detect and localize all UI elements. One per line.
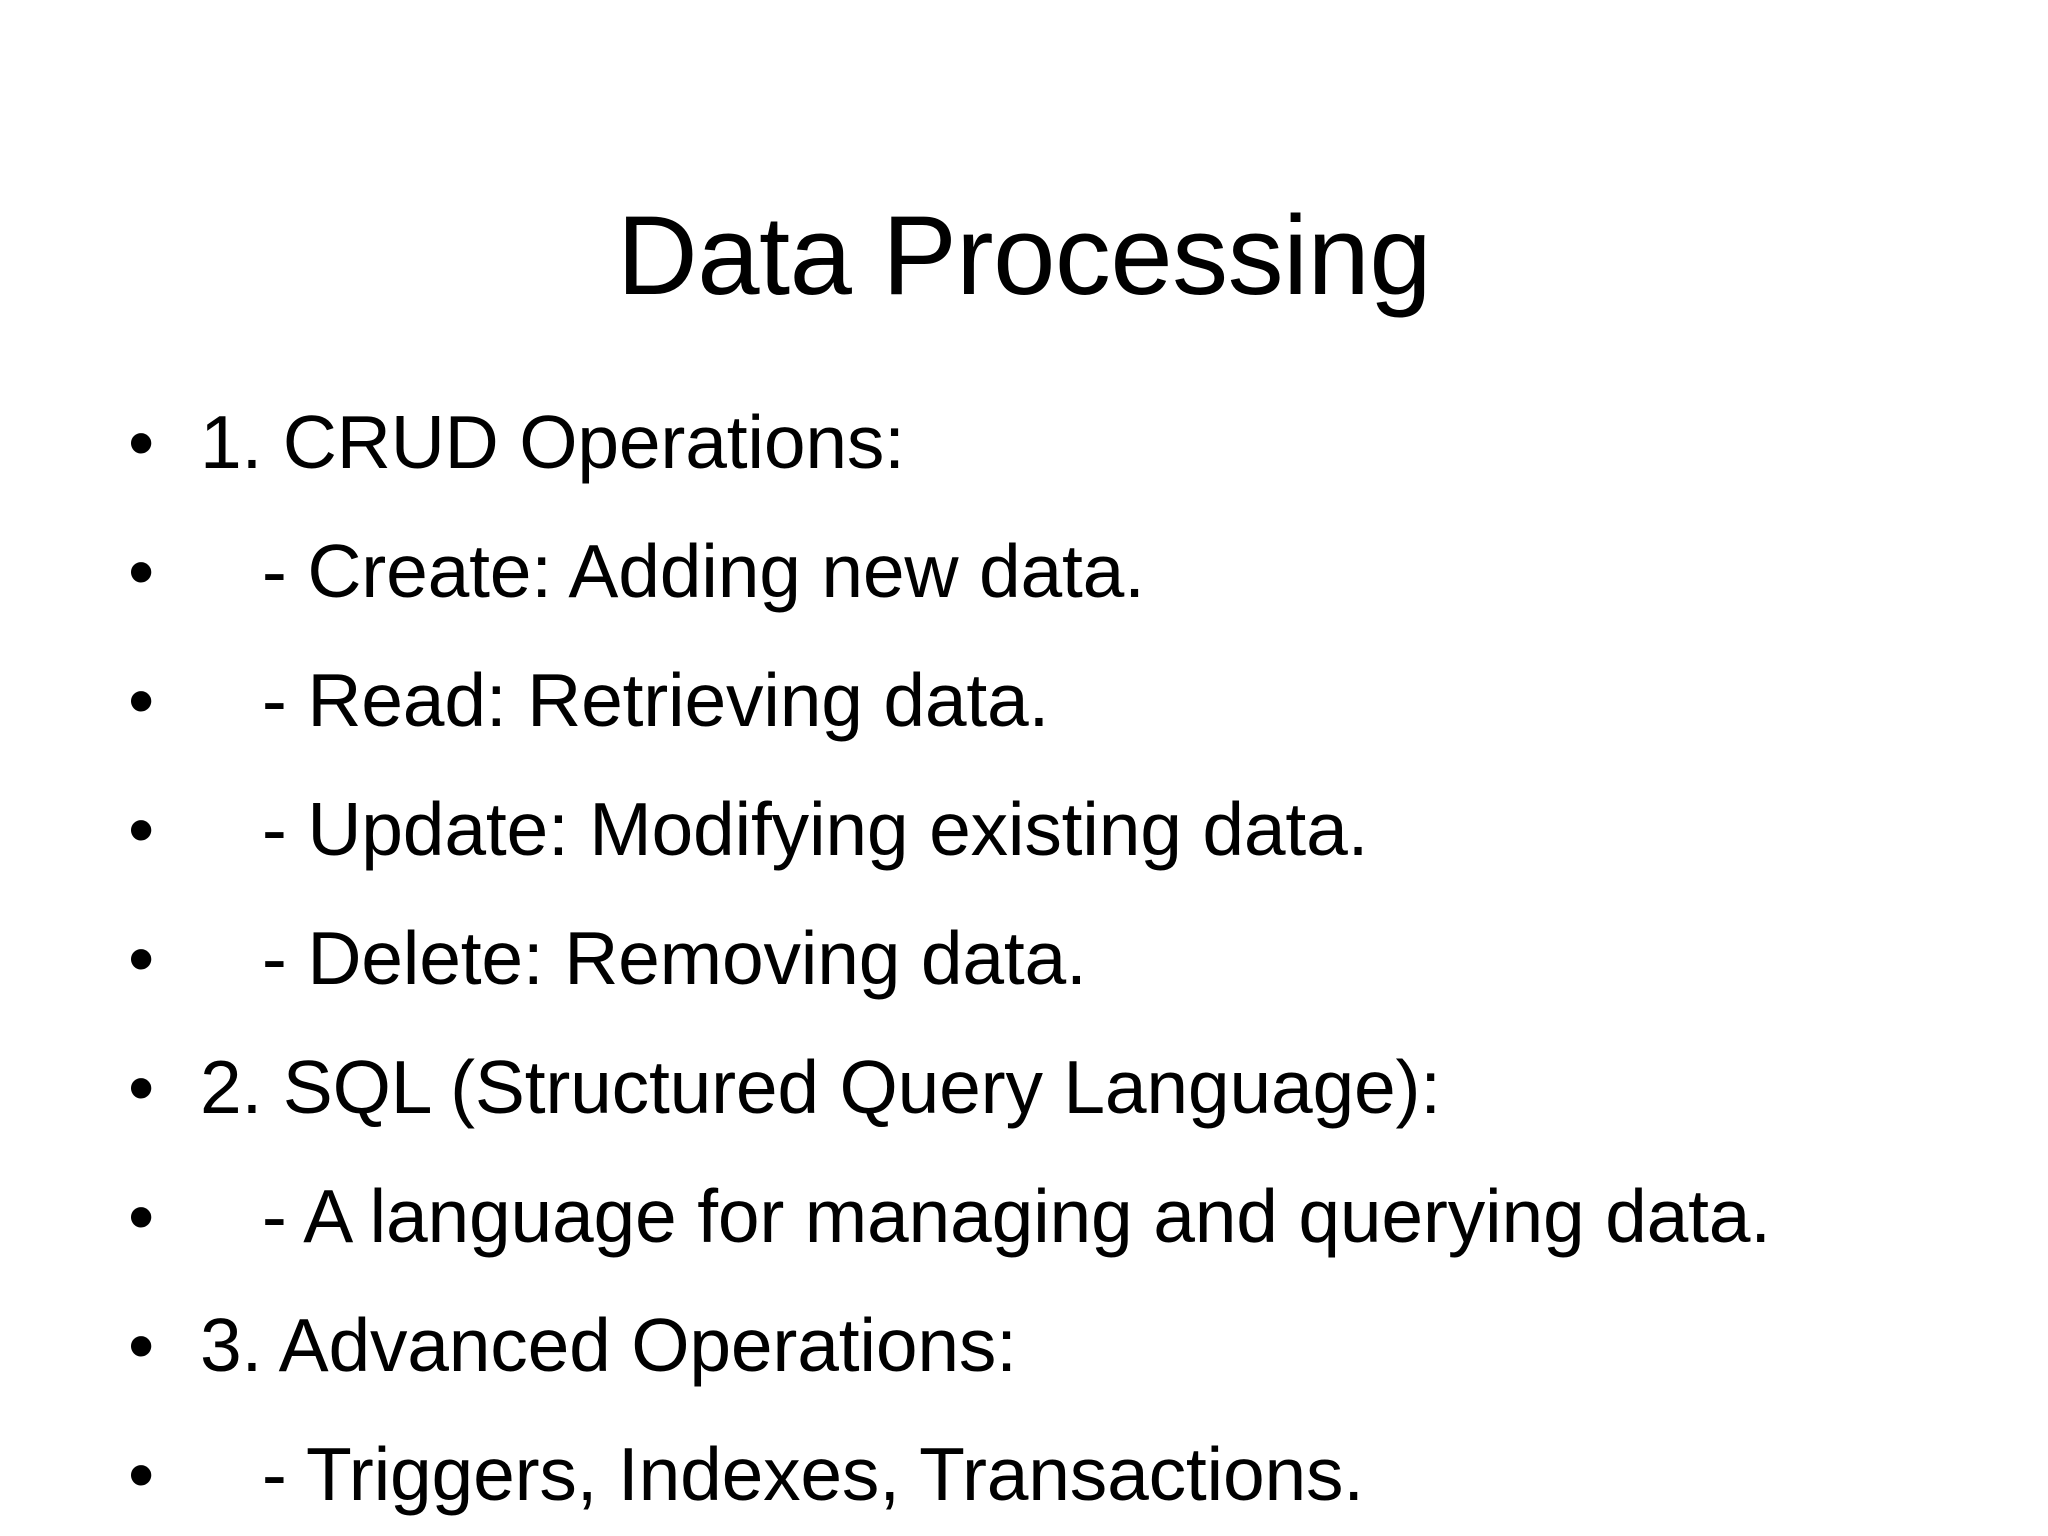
list-item-label: - Create: Adding new data. [200, 529, 1145, 613]
list-item-label: - Update: Modifying existing data. [200, 787, 1369, 871]
bullet-point-icon: • [128, 658, 155, 742]
bullet-point-icon: • [128, 529, 155, 613]
list-item-label: 2. SQL (Structured Query Language): [200, 1045, 1441, 1129]
list-item[interactable]: • - A language for managing and querying… [0, 1152, 2048, 1281]
list-item[interactable]: • - Read: Retrieving data. [0, 636, 2048, 765]
list-item-label: - Delete: Removing data. [200, 916, 1087, 1000]
list-item[interactable]: • 3. Advanced Operations: [0, 1281, 2048, 1410]
list-item[interactable]: • 2. SQL (Structured Query Language): [0, 1023, 2048, 1152]
bullet-point-icon: • [128, 916, 155, 1000]
bullet-list: • 1. CRUD Operations: • - Create: Adding n… [0, 378, 2048, 1536]
list-item-label: 1. CRUD Operations: [200, 400, 905, 484]
list-item[interactable]: • - Delete: Removing data. [0, 894, 2048, 1023]
bullet-point-icon: • [128, 400, 155, 484]
bullet-point-icon: • [128, 1432, 155, 1516]
bullet-point-icon: • [128, 1174, 155, 1258]
list-item[interactable]: • 1. CRUD Operations: [0, 378, 2048, 507]
list-item-label: 3. Advanced Operations: [200, 1303, 1017, 1387]
bullet-point-icon: • [128, 787, 155, 871]
bullet-point-icon: • [128, 1303, 155, 1387]
bullet-point-icon: • [128, 1045, 155, 1129]
list-item[interactable]: • - Triggers, Indexes, Transactions. [0, 1410, 2048, 1536]
list-item[interactable]: • - Update: Modifying existing data. [0, 765, 2048, 894]
list-item-label: - Triggers, Indexes, Transactions. [200, 1432, 1364, 1516]
list-item[interactable]: • - Create: Adding new data. [0, 507, 2048, 636]
list-item-label: - A language for managing and querying d… [200, 1174, 1771, 1258]
list-item-label: - Read: Retrieving data. [200, 658, 1050, 742]
page-title: Data Processing [616, 193, 1432, 319]
